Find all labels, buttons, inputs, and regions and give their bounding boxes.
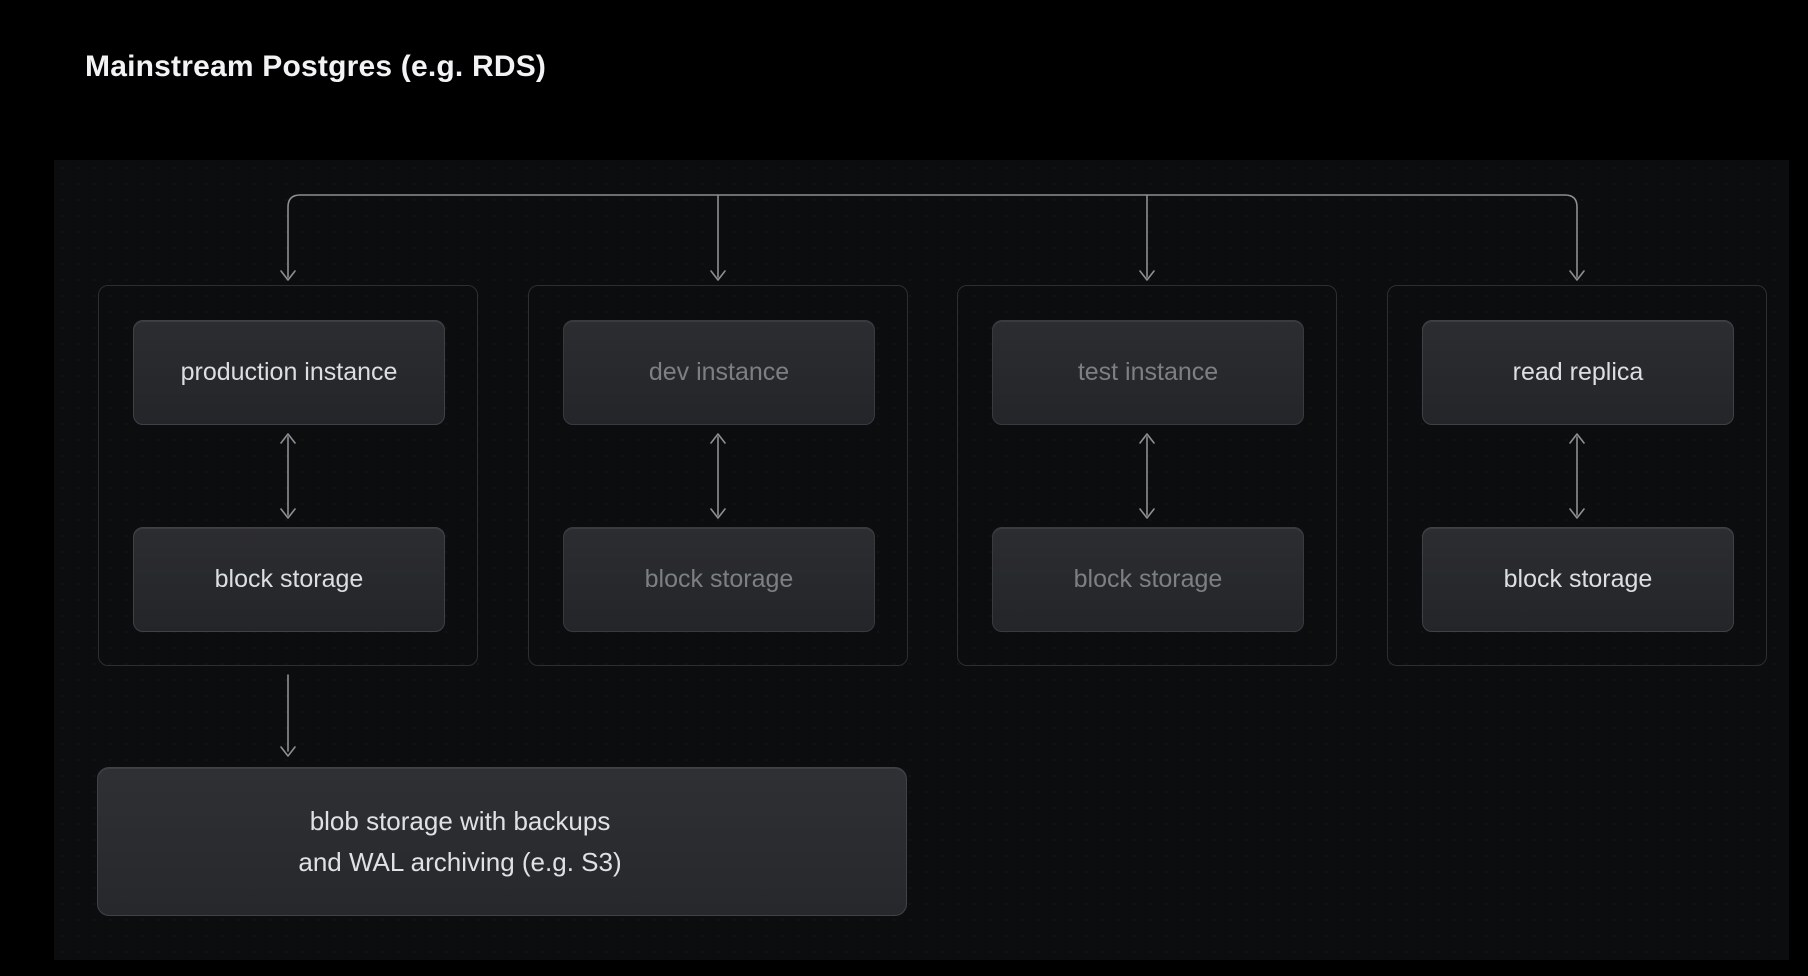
node-read-replica-block-storage: block storage <box>1422 527 1734 632</box>
page-title: Mainstream Postgres (e.g. RDS) <box>85 50 547 83</box>
group-dev: dev instance block storage <box>528 285 908 666</box>
node-read-replica: read replica <box>1422 320 1734 425</box>
node-label: block storage <box>1073 565 1223 593</box>
node-test-instance: test instance <box>992 320 1304 425</box>
node-label: block storage <box>214 565 364 593</box>
blob-storage-label-line1: blob storage with backups <box>309 805 611 836</box>
node-label: block storage <box>1503 565 1653 593</box>
node-label: production instance <box>180 358 398 386</box>
node-dev-block-storage: block storage <box>563 527 875 632</box>
node-blob-storage: blob storage with backups and WAL archiv… <box>97 767 907 916</box>
group-production: production instance block storage <box>98 285 478 666</box>
node-production-block-storage: block storage <box>133 527 445 632</box>
group-read-replica: read replica block storage <box>1387 285 1767 666</box>
node-test-block-storage: block storage <box>992 527 1304 632</box>
blob-storage-label-line2: and WAL archiving (e.g. S3) <box>298 846 622 877</box>
node-label: read replica <box>1512 358 1644 386</box>
node-production-instance: production instance <box>133 320 445 425</box>
group-test: test instance block storage <box>957 285 1337 666</box>
node-label: block storage <box>644 565 794 593</box>
node-dev-instance: dev instance <box>563 320 875 425</box>
node-label: dev instance <box>648 358 790 386</box>
node-label: test instance <box>1077 358 1219 386</box>
